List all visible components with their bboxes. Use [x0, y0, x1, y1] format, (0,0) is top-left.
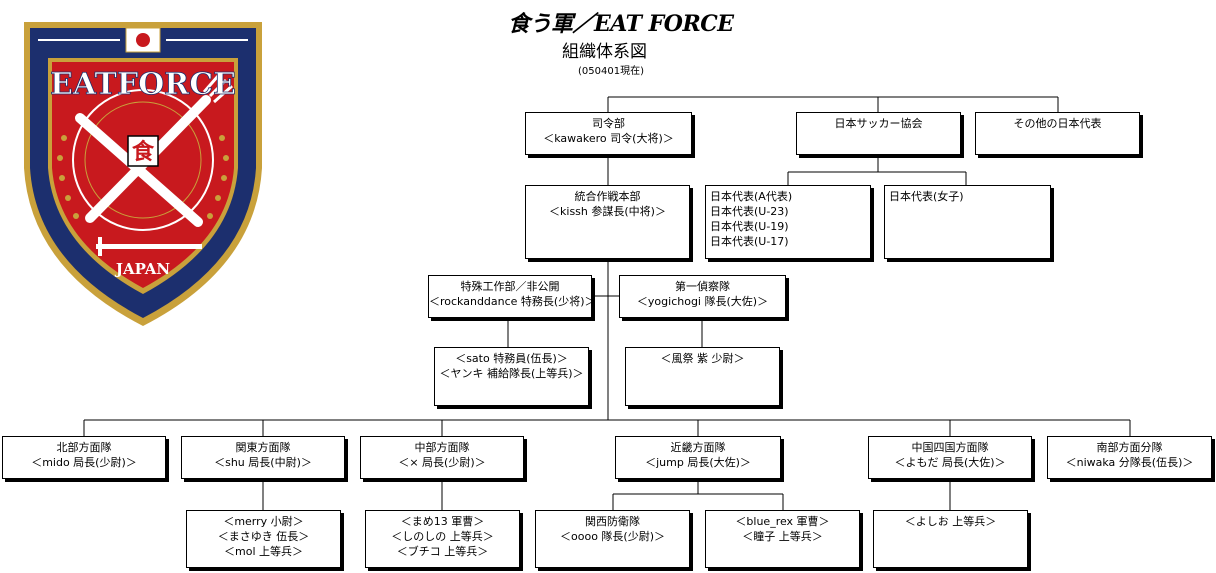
- emblem-kanji: 食: [132, 139, 155, 165]
- node-chugoku-members: ＜よしお 上等兵＞: [873, 510, 1028, 568]
- node-special: 特殊工作部／非公開＜rockanddance 特務長(少将)＞: [428, 275, 596, 318]
- node-chubu: 中部方面隊＜× 局長(少尉)＞: [360, 436, 524, 479]
- node-south: 南部方面分隊＜niwaka 分隊長(伍長)＞: [1047, 436, 1212, 479]
- page-title: 食う軍／EAT FORCE: [508, 11, 734, 37]
- eat-force-emblem: 食 EATFORCE JAPAN: [24, 22, 262, 326]
- node-hq: 司令部＜kawakero 司令(大将)＞: [525, 112, 692, 155]
- node-kansai-defense: 関西防衛隊＜oooo 隊長(少尉)＞: [535, 510, 690, 568]
- emblem-title: EATFORCE: [50, 67, 236, 102]
- node-kinki: 近畿方面隊＜jump 局長(大佐)＞: [615, 436, 781, 479]
- page-date: (050401現在): [578, 66, 644, 77]
- node-recon: 第一偵察隊＜yogichogi 隊長(大佐)＞: [619, 275, 786, 318]
- node-other-rep: その他の日本代表: [975, 112, 1140, 155]
- node-kinki-members: ＜blue_rex 軍曹＞＜瞳子 上等兵＞: [705, 510, 860, 568]
- node-kanto-members: ＜merry 小尉＞＜まさゆき 伍長＞＜mol 上等兵＞: [186, 510, 341, 568]
- page-subtitle: 組織体系図: [562, 42, 647, 62]
- node-national-men: 日本代表(A代表)日本代表(U-23) 日本代表(U-19)日本代表(U-17): [705, 185, 871, 259]
- node-north: 北部方面隊＜mido 局長(少尉)＞: [2, 436, 166, 479]
- node-chugoku: 中国四国方面隊＜よもだ 局長(大佐)＞: [868, 436, 1032, 479]
- node-national-women: 日本代表(女子): [884, 185, 1051, 259]
- node-joint: 統合作戦本部＜kissh 参謀長(中将)＞: [525, 185, 690, 259]
- emblem-country: JAPAN: [114, 260, 171, 278]
- node-kanto: 関東方面隊＜shu 局長(中尉)＞: [181, 436, 345, 479]
- node-jfa: 日本サッカー協会: [796, 112, 961, 155]
- node-recon-members: ＜風祭 紫 少尉＞: [625, 347, 780, 406]
- node-special-members: ＜sato 特務員(伍長)＞＜ヤンキ 補給隊長(上等兵)＞: [434, 347, 589, 406]
- node-chubu-members: ＜まめ13 軍曹＞＜しのしの 上等兵＞＜ブチコ 上等兵＞: [365, 510, 520, 568]
